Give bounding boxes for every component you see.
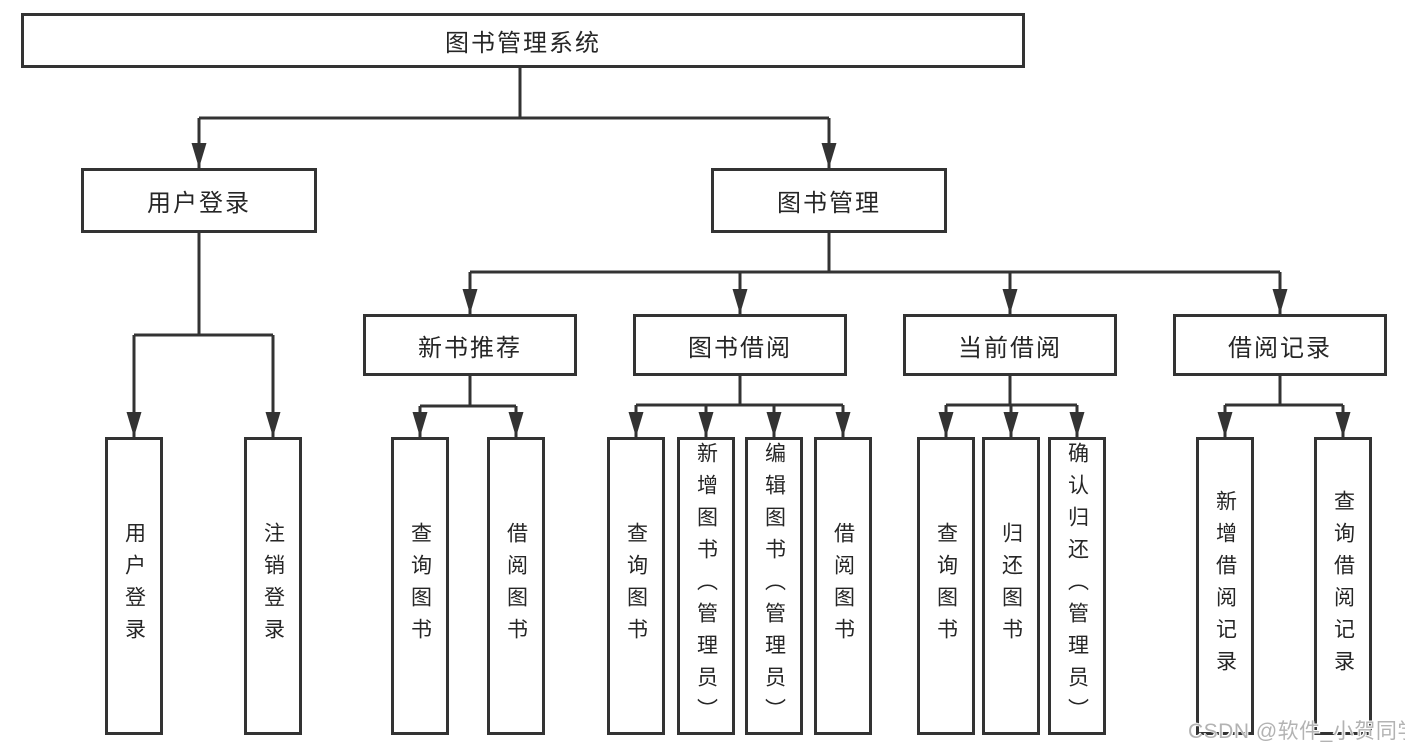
connector-current-borrowing-split [938,376,1085,437]
node-label: 图书借阅 [688,334,792,362]
node-label: 归还图书 [999,522,1023,650]
node-label: 图书管理 [777,190,881,217]
watermark: CSDN @软件_小贺同学 [1188,720,1405,743]
node-book-borrowing: 图书借阅 [633,314,847,376]
node-user-login-branch: 用户登录 [81,168,317,233]
node-label: 查询图书 [408,522,432,650]
node-label: 确认归还（管理员） [1065,442,1089,730]
node-leaf-confirm-return-admin: 确认归还（管理员） [1048,437,1106,735]
connector-book-management-split [462,233,1288,314]
node-book-management-branch: 图书管理 [711,168,947,233]
node-label: 新增图书（管理员） [694,442,718,730]
node-leaf-query-books-recommend: 查询图书 [391,437,449,735]
connector-book-borrowing-split [628,376,851,437]
node-label: 当前借阅 [958,334,1062,362]
node-label: 查询借阅记录 [1331,490,1355,682]
connector-root-split [191,68,837,168]
node-label: 查询图书 [934,522,958,650]
node-leaf-borrow-books-recommend: 借阅图书 [487,437,545,735]
node-label: 注销登录 [261,522,285,650]
node-leaf-logout: 注销登录 [244,437,302,735]
node-leaf-borrow-books: 借阅图书 [814,437,872,735]
node-label: 查询图书 [624,522,648,650]
node-leaf-query-books-current: 查询图书 [917,437,975,735]
node-label: 编辑图书（管理员） [762,442,786,730]
node-label: 用户登录 [147,190,251,217]
node-leaf-add-book-admin: 新增图书（管理员） [677,437,735,735]
node-leaf-edit-book-admin: 编辑图书（管理员） [745,437,803,735]
node-label: 用户登录 [122,522,146,650]
node-leaf-query-books-borrowing: 查询图书 [607,437,665,735]
node-leaf-return-books: 归还图书 [982,437,1040,735]
connector-borrowing-records-split [1217,376,1351,437]
node-label: 借阅图书 [831,522,855,650]
node-label: 借阅图书 [504,522,528,650]
node-leaf-user-login: 用户登录 [105,437,163,735]
node-label: 新书推荐 [418,334,522,362]
node-leaf-query-borrow-record: 查询借阅记录 [1314,437,1372,735]
node-new-book-recommendation: 新书推荐 [363,314,577,376]
node-label: 新增借阅记录 [1213,490,1237,682]
connector-new-book-split [412,376,524,437]
node-borrowing-records: 借阅记录 [1173,314,1387,376]
node-label: 图书管理系统 [445,30,601,57]
node-label: 借阅记录 [1228,334,1332,362]
connector-user-login-split [126,233,281,437]
node-root-library-management-system: 图书管理系统 [21,13,1025,68]
node-leaf-add-borrow-record: 新增借阅记录 [1196,437,1254,735]
node-current-borrowing: 当前借阅 [903,314,1117,376]
